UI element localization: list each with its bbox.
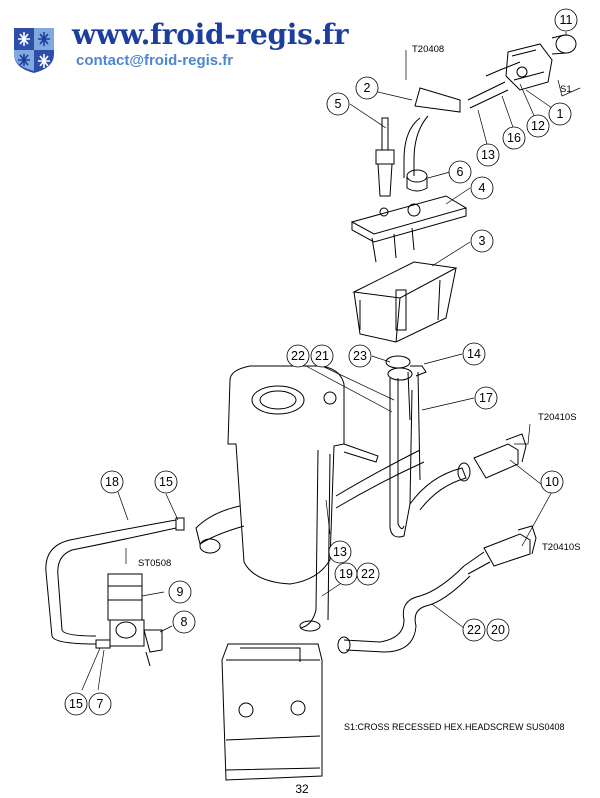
callout-15-top: 15 — [159, 475, 173, 489]
water-valve — [485, 34, 577, 91]
drain-container — [227, 365, 345, 585]
leader-lines — [81, 32, 581, 691]
contact-email[interactable]: contact@froid-regis.fr — [76, 52, 234, 69]
callout-2: 2 — [364, 81, 371, 95]
site-url[interactable]: www.froid-regis.fr — [72, 18, 349, 51]
callout-12: 12 — [531, 119, 545, 133]
screw-note: S1:CROSS RECESSED HEX.HEADSCREW SUS0408 — [344, 722, 565, 732]
callout-3: 3 — [479, 234, 486, 248]
callout-5: 5 — [335, 97, 342, 111]
page-number: 32 — [295, 782, 309, 796]
code-st0508: ST0508 — [138, 558, 171, 569]
drain-pump — [107, 573, 143, 621]
drawing-lines — [45, 34, 577, 781]
callout-18: 18 — [105, 475, 119, 489]
callout-circles — [64, 8, 578, 716]
callout-13-top: 13 — [481, 148, 495, 162]
water-tank — [352, 261, 458, 299]
callout-16: 16 — [507, 131, 521, 145]
callout-7: 7 — [97, 697, 104, 711]
callout-15-bottom: 15 — [69, 697, 83, 711]
callout-6: 6 — [457, 165, 464, 179]
callout-21: 21 — [315, 349, 329, 363]
callout-22-lower: 22 — [467, 623, 481, 637]
code-t20410s-lower: T20410S — [542, 542, 581, 553]
code-s1: S1 — [560, 84, 572, 95]
callout-9: 9 — [177, 585, 184, 599]
callout-11: 11 — [560, 13, 573, 27]
callout-1: 1 — [557, 107, 564, 121]
callout-8: 8 — [181, 615, 188, 629]
callout-22-upper: 22 — [291, 349, 305, 363]
callout-14: 14 — [467, 347, 481, 361]
callout-17: 17 — [479, 391, 493, 405]
code-t20408: T20408 — [412, 44, 444, 55]
code-t20410s-upper: T20410S — [538, 412, 577, 423]
unit-base — [221, 643, 323, 781]
callout-10: 10 — [545, 475, 559, 489]
snowflake-shield-icon — [14, 28, 54, 73]
callout-20: 20 — [491, 623, 505, 637]
callout-23: 23 — [353, 349, 367, 363]
loop-hose — [45, 519, 177, 645]
callout-4: 4 — [479, 181, 486, 195]
callout-13-lower: 13 — [333, 545, 347, 559]
callout-22-middle: 22 — [361, 567, 375, 581]
bracket — [414, 87, 461, 113]
callout-19: 19 — [339, 567, 353, 581]
